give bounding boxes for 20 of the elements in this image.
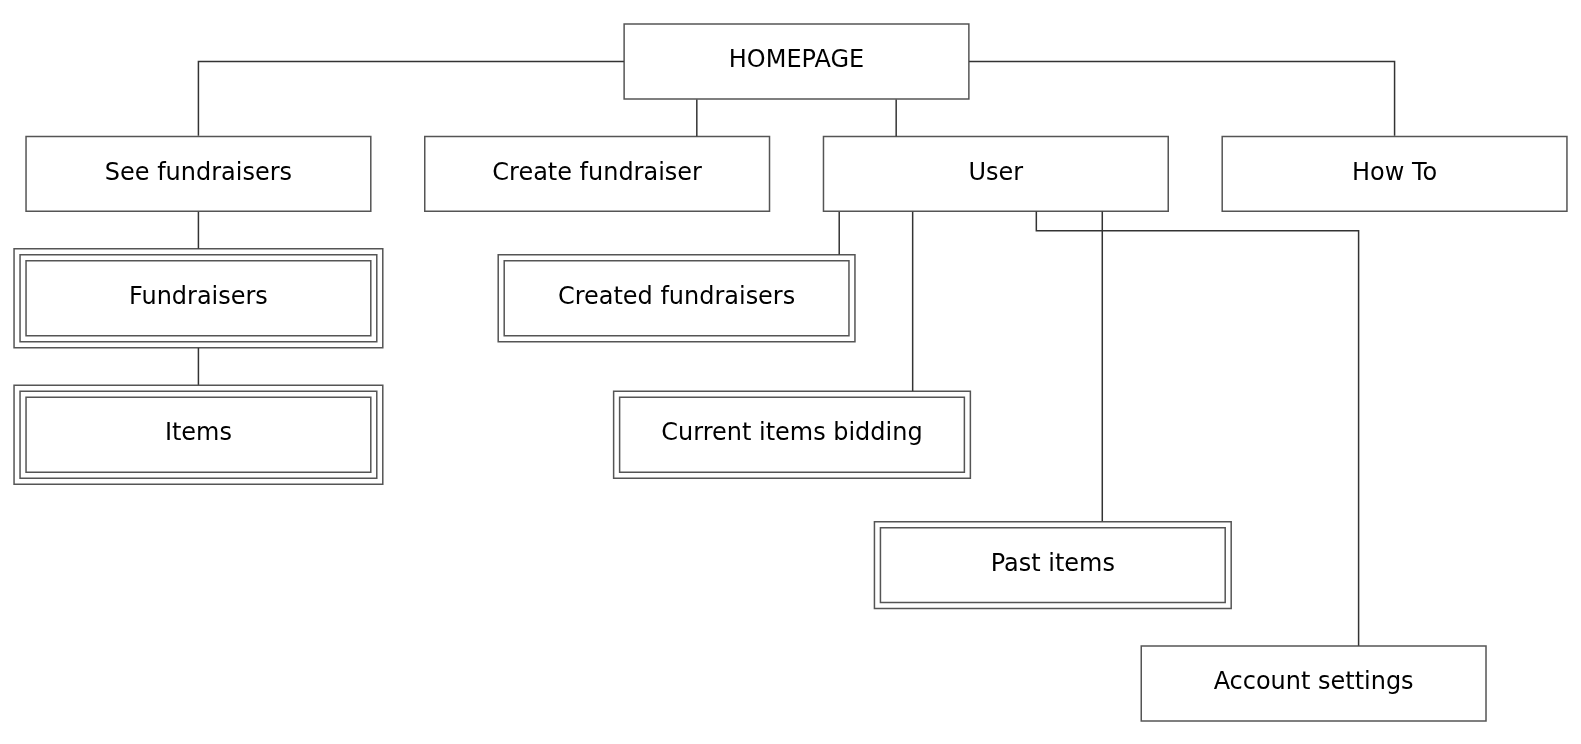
node-box: Created fundraisers [497,253,856,342]
node-box: Account settings [1140,644,1487,722]
node-box: See fundraisers [25,135,372,212]
node-box: HOMEPAGE [623,22,970,100]
node-box: Create fundraiser [424,135,771,212]
connector [696,98,698,137]
connector [197,346,200,386]
connector [968,60,1396,137]
node-box: Current items bidding [612,390,972,479]
node-box: Fundraisers [13,247,384,348]
connector [1101,210,1104,522]
node-box: Items [13,384,384,485]
connector [895,98,897,137]
connector [197,210,200,249]
connector [911,210,914,392]
node-box: Past items [873,520,1232,609]
connector [197,60,625,137]
connector [838,210,840,255]
node-box: User [822,135,1169,212]
node-box: How To [1221,135,1568,212]
